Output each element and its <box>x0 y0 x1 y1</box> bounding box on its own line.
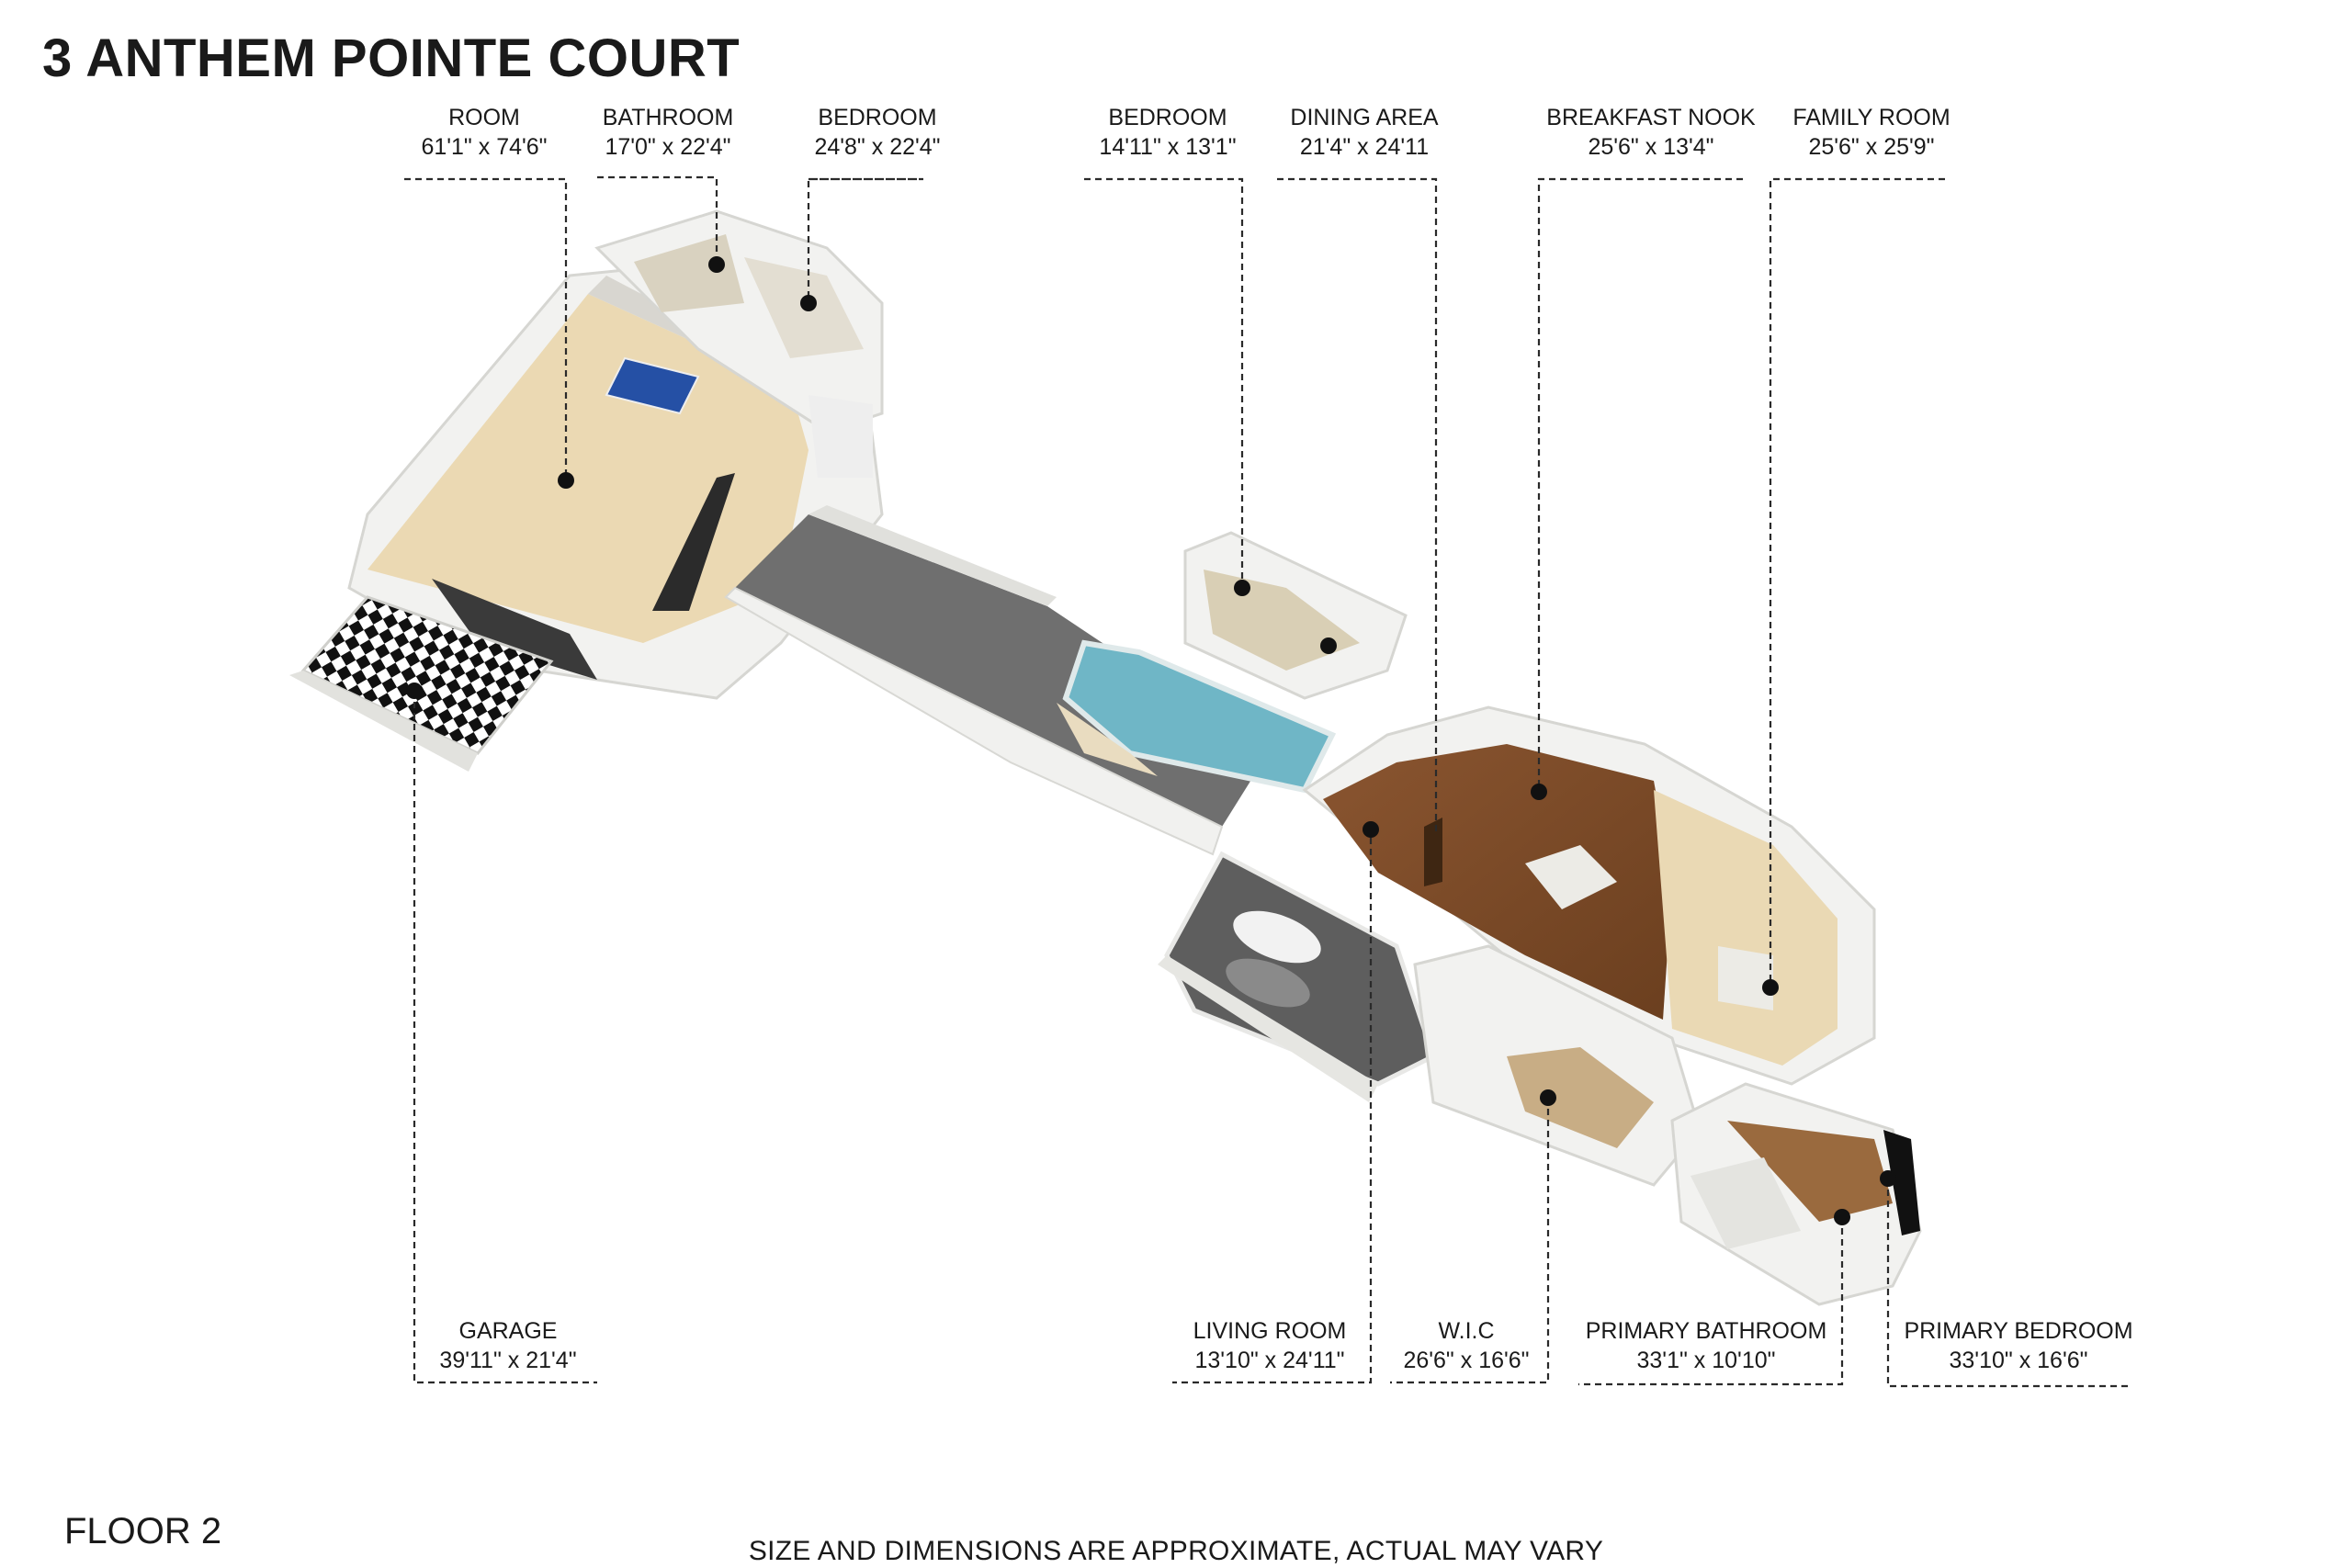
room-label-primary-bedroom: PRIMARY BEDROOM 33'10" x 16'6" <box>1904 1316 2132 1375</box>
car-icon <box>1233 910 1321 964</box>
room-name: PRIMARY BATHROOM <box>1585 1318 1827 1344</box>
room-name: PRIMARY BEDROOM <box>1904 1318 2133 1344</box>
room-marker-dot <box>800 295 817 311</box>
room-dimensions: 39'11" x 21'4" <box>439 1348 577 1373</box>
room-marker-dot <box>708 256 725 273</box>
room-marker-dot <box>1540 1089 1556 1106</box>
swimming-pool <box>1057 639 1337 794</box>
room-marker-dot <box>1762 979 1779 996</box>
room-dimensions: 14'11" x 13'1" <box>1099 134 1237 160</box>
room-name: ROOM <box>448 105 520 130</box>
room-dimensions: 26'6" x 16'6" <box>1403 1348 1530 1373</box>
room-label-wic: W.I.C 26'6" x 16'6" <box>1403 1316 1529 1375</box>
room-dimensions: 61'1" x 74'6" <box>421 134 548 160</box>
room-marker-dot <box>406 682 423 699</box>
room-label-bathroom: BATHROOM 17'0" x 22'4" <box>603 103 734 162</box>
room-dimensions: 24'8" x 22'4" <box>814 134 941 160</box>
room-marker-dot <box>1234 580 1250 596</box>
room-dimensions: 33'10" x 16'6" <box>1949 1348 2088 1373</box>
room-label-dining-area: DINING AREA 21'4" x 24'11 <box>1290 103 1438 162</box>
room-name: FAMILY ROOM <box>1792 105 1951 130</box>
room-dimensions: 17'0" x 22'4" <box>605 134 731 160</box>
room-marker-dot <box>1363 821 1379 838</box>
floor-label: FLOOR 2 <box>64 1511 222 1551</box>
room-label-primary-bathroom: PRIMARY BATHROOM 33'1" x 10'10" <box>1586 1316 1827 1375</box>
checkered-floor <box>289 595 554 772</box>
room-dimensions: 25'6" x 25'9" <box>1808 134 1935 160</box>
room-block-primary-suite <box>1670 1082 1922 1306</box>
room-label-bedroom: BEDROOM 24'8" x 22'4" <box>814 103 940 162</box>
room-marker-dot <box>1834 1209 1850 1225</box>
room-dimensions: 25'6" x 13'4" <box>1588 134 1714 160</box>
car-icon <box>1226 958 1310 1008</box>
disclaimer-text: SIZE AND DIMENSIONS ARE APPROXIMATE, ACT… <box>748 1536 1604 1566</box>
room-label-breakfast-nook: BREAKFAST NOOK 25'6" x 13'4" <box>1546 103 1755 162</box>
room-name: DINING AREA <box>1290 105 1439 130</box>
room-marker-dot <box>1531 784 1547 800</box>
room-markers <box>406 256 1896 1225</box>
room-name: W.I.C <box>1438 1318 1495 1344</box>
page-title: 3 ANTHEM POINTE COURT <box>42 28 741 88</box>
room-name: GARAGE <box>458 1318 558 1344</box>
leader-lines <box>404 175 2132 1388</box>
room-block-north <box>594 209 884 478</box>
room-floor-east-wing <box>1302 705 1876 1086</box>
room-label-living-room: LIVING ROOM 13'10" x 24'11" <box>1193 1316 1347 1375</box>
room-marker-dot <box>1320 637 1337 654</box>
room-label-garage: GARAGE 39'11" x 21'4" <box>439 1316 576 1375</box>
room-name: BEDROOM <box>818 105 937 130</box>
room-marker-dot <box>1880 1170 1896 1187</box>
room-block-middle <box>1183 531 1408 700</box>
room-name: BREAKFAST NOOK <box>1546 105 1756 130</box>
room-label-bedroom: BEDROOM 14'11" x 13'1" <box>1099 103 1236 162</box>
room-name: BEDROOM <box>1108 105 1227 130</box>
ping-pong-table-icon <box>605 356 700 415</box>
room-marker-dot <box>558 472 574 489</box>
room-label-family-room: FAMILY ROOM 25'6" x 25'9" <box>1792 103 1950 162</box>
room-name: BATHROOM <box>602 105 734 130</box>
room-dimensions: 21'4" x 24'11 <box>1299 134 1430 160</box>
room-dimensions: 13'10" x 24'11" <box>1194 1348 1345 1373</box>
room-dimensions: 33'1" x 10'10" <box>1636 1348 1776 1373</box>
room-label-room: ROOM 61'1" x 74'6" <box>421 103 547 162</box>
room-name: LIVING ROOM <box>1193 1318 1347 1344</box>
garage-floor <box>1158 851 1437 1102</box>
gym-equipment-icon <box>652 473 735 611</box>
